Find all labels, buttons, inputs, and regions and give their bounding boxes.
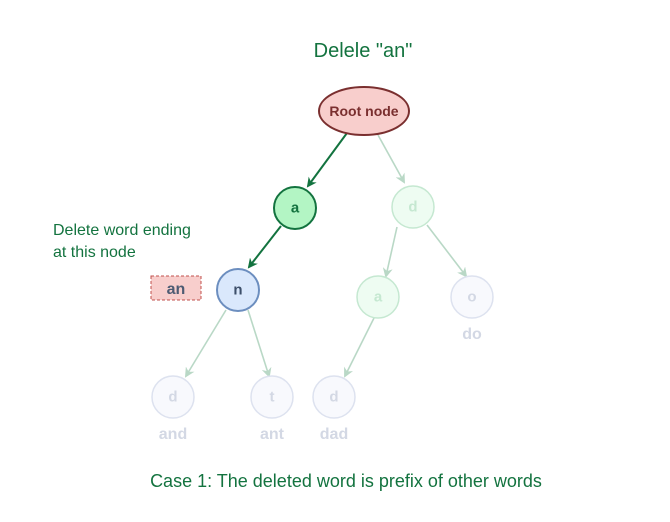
node-do-label: o — [467, 289, 476, 306]
node-dad-label: d — [329, 389, 338, 406]
node-ant-label: t — [270, 389, 275, 406]
annotation-line-1: Delete word ending — [53, 222, 191, 239]
trie-node-da: a — [356, 275, 400, 319]
node-and-label: d — [168, 389, 177, 406]
trie-node-do: o do — [450, 275, 494, 343]
word-and-label: and — [159, 426, 187, 443]
diagram-caption: Case 1: The deleted word is prefix of ot… — [150, 471, 542, 491]
node-a-label: a — [291, 200, 300, 217]
edge-root-a — [306, 132, 348, 188]
edge-a-n — [247, 225, 282, 269]
trie-node-d: d — [391, 185, 435, 229]
edge-d-o — [426, 224, 468, 278]
edge-d-a — [382, 226, 398, 278]
word-ant-label: ant — [260, 426, 285, 443]
word-dad-label: dad — [320, 426, 348, 443]
trie-node-ant: t ant — [250, 375, 294, 443]
edge-a-d — [344, 317, 375, 378]
edge-root-d — [377, 134, 405, 184]
node-n-label: n — [233, 282, 242, 299]
node-da-label: a — [374, 289, 383, 306]
node-d-label: d — [408, 199, 417, 216]
trie-node-and: d and — [151, 375, 195, 443]
annotation-line-2: at this node — [53, 244, 136, 261]
trie-node-a: a — [273, 186, 317, 230]
deleted-word-tag: an — [150, 275, 202, 301]
trie-node-n: n — [216, 268, 260, 312]
trie-node-dad: d dad — [312, 375, 356, 443]
trie-node-root: Root node — [318, 86, 410, 136]
root-node-label: Root node — [329, 103, 398, 119]
word-do-label: do — [462, 326, 482, 343]
edge-n-t — [247, 309, 272, 378]
edge-n-d — [184, 309, 227, 378]
diagram-title: Delele "an" — [314, 40, 413, 62]
deleted-word-tag-label: an — [167, 281, 186, 298]
